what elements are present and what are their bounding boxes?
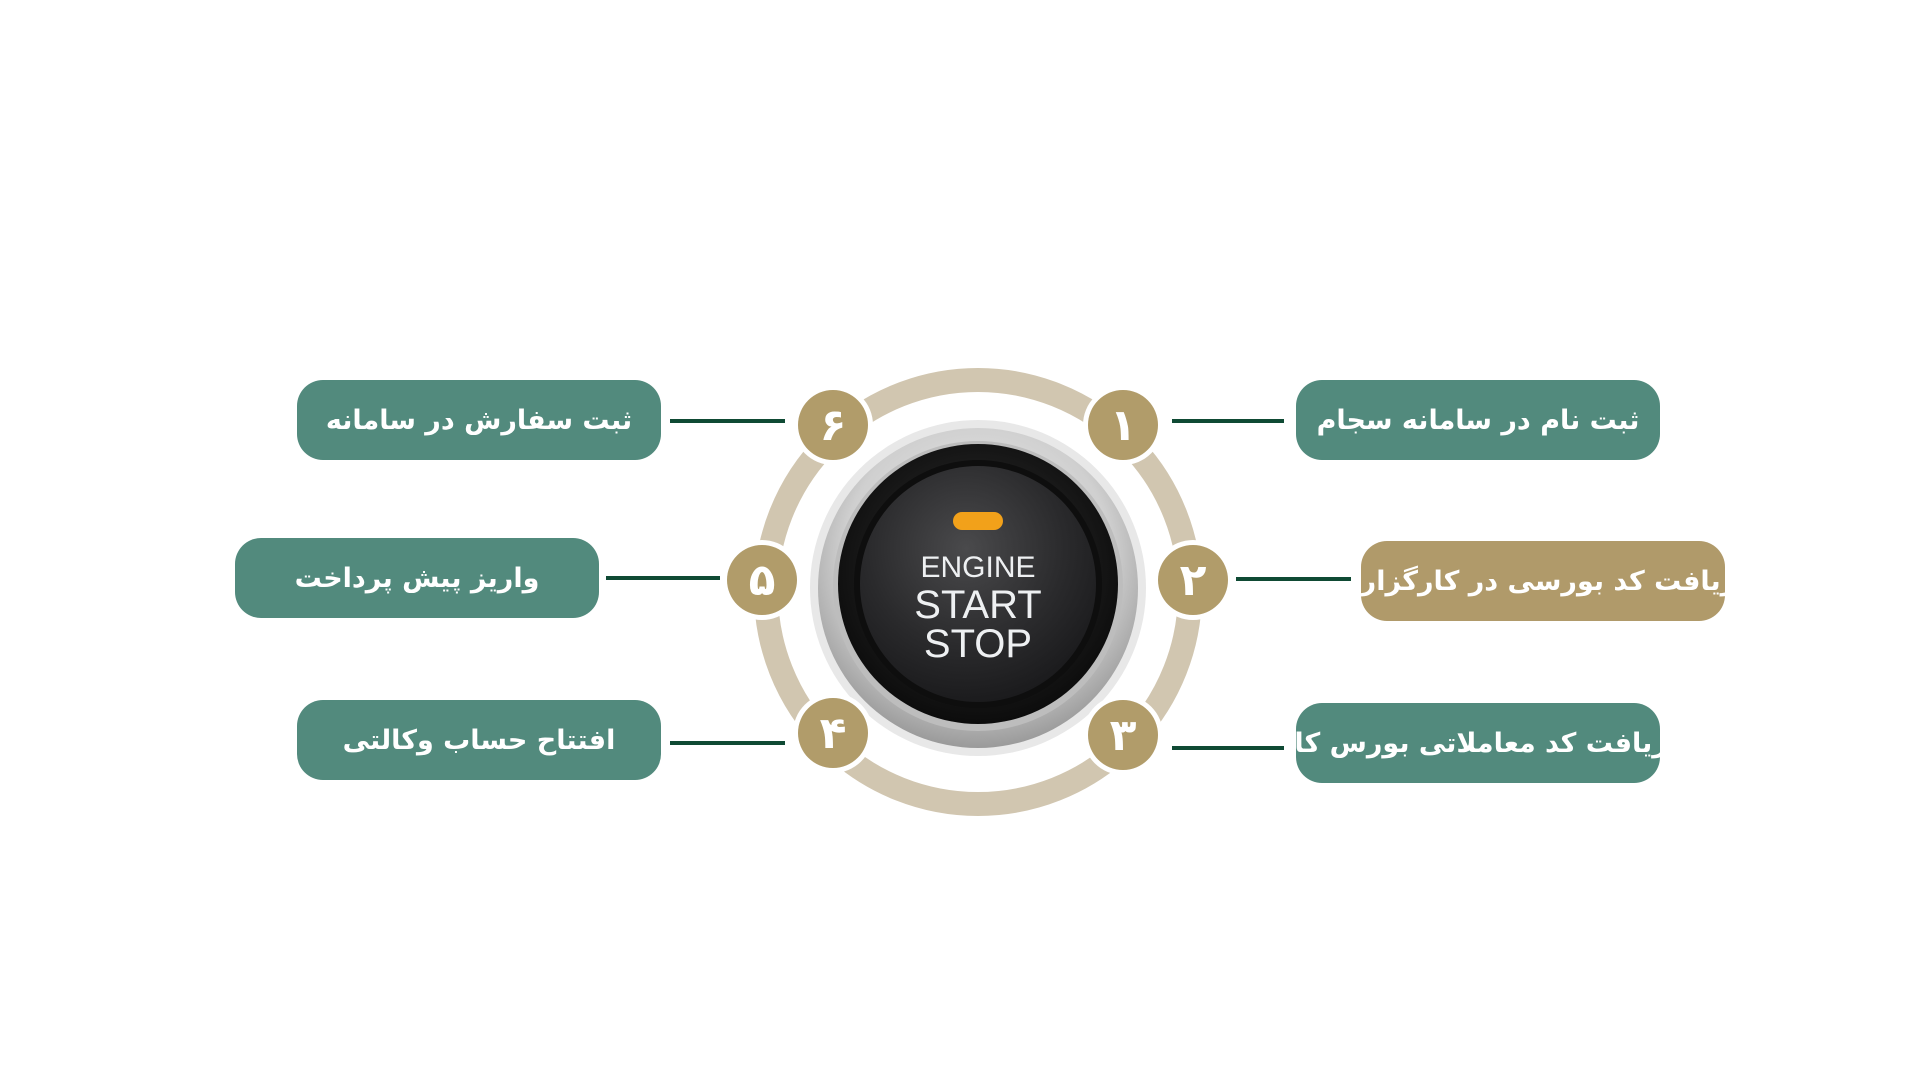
step-6-pill[interactable]: ثبت سفارش در سامانه <box>297 380 661 460</box>
step-3-label: دریافت کد معاملاتی بورس کالا <box>1274 727 1682 759</box>
step-2-number: ۲ <box>1158 545 1228 615</box>
step-4-number: ۴ <box>798 698 868 768</box>
stop-label: STOP <box>923 622 1033 666</box>
step-4-label: افتتاح حساب وکالتی <box>342 724 616 756</box>
step-3-connector <box>1172 746 1284 750</box>
engine-label: ENGINE <box>920 551 1036 584</box>
step-4-connector <box>670 741 785 745</box>
step-1-pill[interactable]: ثبت نام در سامانه سجام <box>1296 380 1660 460</box>
step-4-pill[interactable]: افتتاح حساب وکالتی <box>297 700 661 780</box>
step-1-connector <box>1172 419 1284 423</box>
step-3-number: ۳ <box>1088 700 1158 770</box>
step-5-pill[interactable]: واریز پیش پرداخت <box>235 538 599 618</box>
step-6-number: ۶ <box>798 390 868 460</box>
step-2-connector <box>1236 577 1351 581</box>
step-2-label: دریافت کد بورسی در کارگزاری <box>1335 565 1751 597</box>
step-1-number: ۱ <box>1088 390 1158 460</box>
indicator-light <box>953 512 1003 530</box>
step-5-number: ۵ <box>727 545 797 615</box>
start-label: START <box>914 583 1042 627</box>
step-2-pill[interactable]: دریافت کد بورسی در کارگزاری <box>1336 541 1750 621</box>
step-1-label: ثبت نام در سامانه سجام <box>1316 404 1640 436</box>
step-6-label: ثبت سفارش در سامانه <box>325 404 633 436</box>
engine-start-stop-button[interactable] <box>810 420 1146 756</box>
step-5-label: واریز پیش پرداخت <box>294 562 540 594</box>
step-5-connector <box>606 576 720 580</box>
step-6-connector <box>670 419 785 423</box>
step-3-pill[interactable]: دریافت کد معاملاتی بورس کالا <box>1274 703 1682 783</box>
